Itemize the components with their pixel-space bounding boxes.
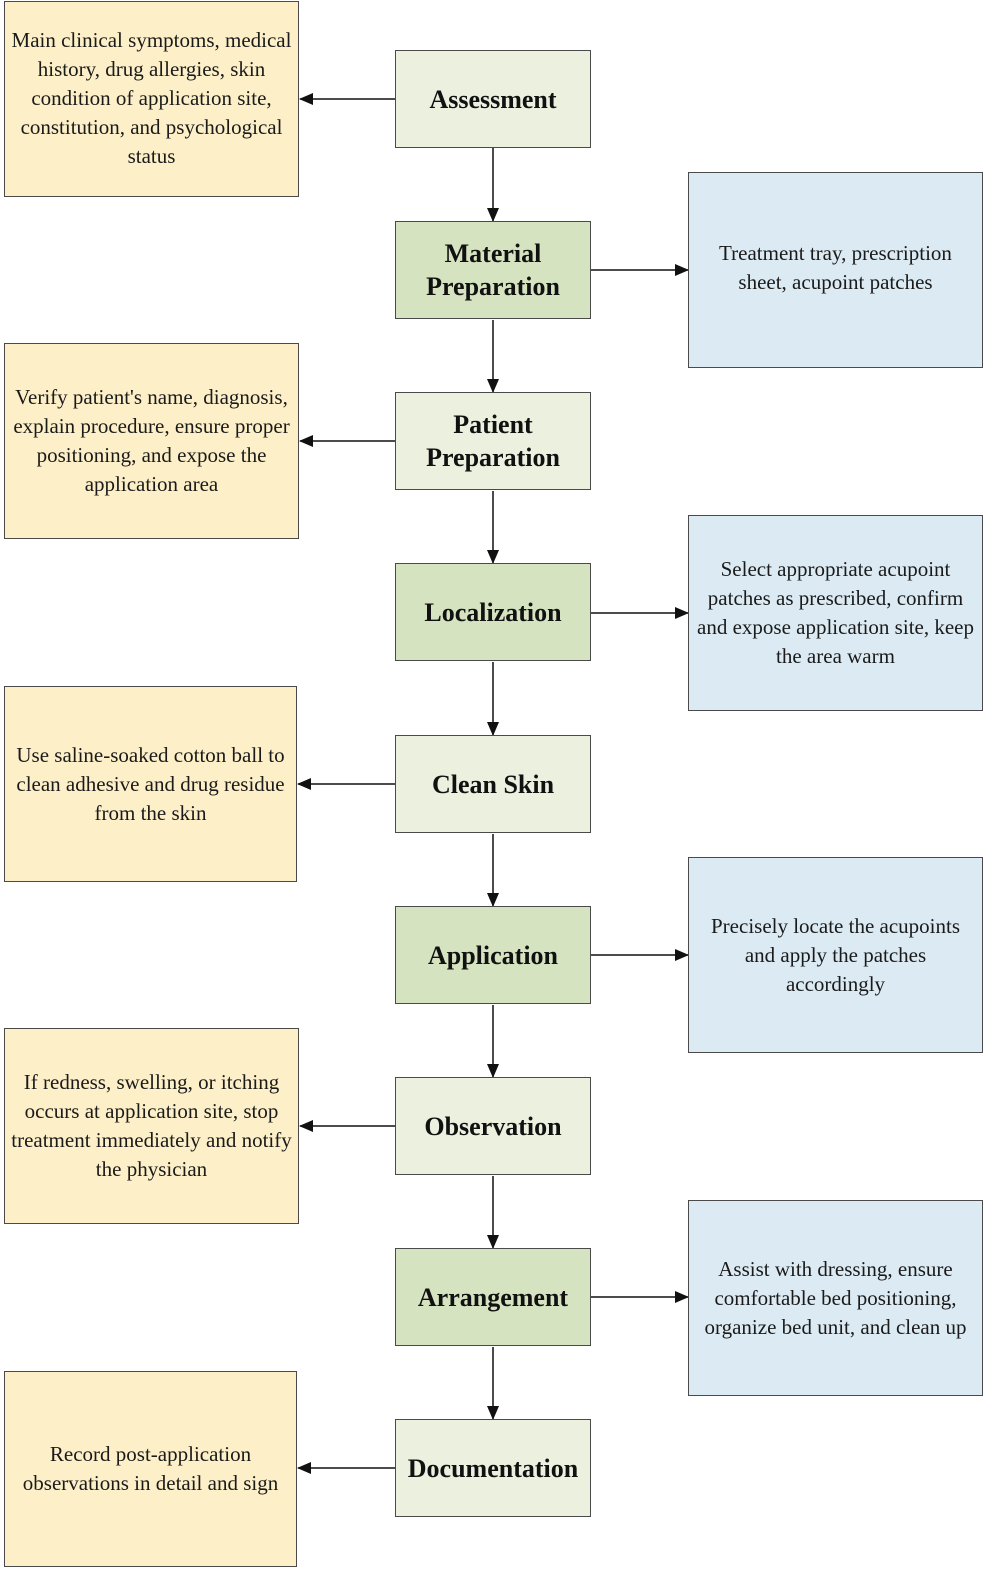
step-label: Observation [424, 1111, 562, 1141]
note-patient-preparation: Verify patient's name, diagnosis, explai… [4, 343, 299, 539]
step-label: Assessment [429, 84, 557, 114]
step-label: Arrangement [417, 1282, 569, 1312]
note-observation: If redness, swelling, or itching occurs … [4, 1028, 299, 1224]
note-material-preparation: Treatment tray, prescription sheet, acup… [688, 172, 983, 368]
step-label: Application [427, 940, 559, 970]
note-clean-skin: Use saline-soaked cotton ball to clean a… [4, 686, 297, 882]
note-text: Main clinical symptoms, medical history,… [11, 28, 292, 168]
note-arrangement: Assist with dressing, ensure comfortable… [688, 1200, 983, 1396]
note-text: Precisely locate the acupoints and apply… [711, 913, 960, 996]
step-observation: Observation [395, 1077, 591, 1175]
step-label: Material Preparation [426, 239, 560, 301]
step-application: Application [395, 906, 591, 1004]
note-text: If redness, swelling, or itching occurs … [11, 1070, 292, 1181]
note-assessment: Main clinical symptoms, medical history,… [4, 1, 299, 197]
note-text: Record post-application observations in … [22, 1442, 279, 1495]
note-application: Precisely locate the acupoints and apply… [688, 857, 983, 1053]
step-arrangement: Arrangement [395, 1248, 591, 1346]
note-text: Assist with dressing, ensure comfortable… [704, 1256, 967, 1339]
note-localization: Select appropriate acupoint patches as p… [688, 515, 983, 711]
step-label: Patient Preparation [426, 410, 560, 472]
step-label: Clean Skin [431, 769, 555, 799]
note-documentation: Record post-application observations in … [4, 1371, 297, 1567]
step-assessment: Assessment [395, 50, 591, 148]
step-clean-skin: Clean Skin [395, 735, 591, 833]
note-text: Use saline-soaked cotton ball to clean a… [16, 742, 285, 825]
step-label: Documentation [407, 1453, 579, 1483]
step-documentation: Documentation [395, 1419, 591, 1517]
step-material-preparation: Material Preparation [395, 221, 591, 319]
step-localization: Localization [395, 563, 591, 661]
note-text: Select appropriate acupoint patches as p… [697, 557, 974, 668]
step-patient-preparation: Patient Preparation [395, 392, 591, 490]
note-text: Treatment tray, prescription sheet, acup… [719, 241, 952, 294]
step-label: Localization [424, 597, 562, 627]
note-text: Verify patient's name, diagnosis, explai… [13, 385, 290, 496]
